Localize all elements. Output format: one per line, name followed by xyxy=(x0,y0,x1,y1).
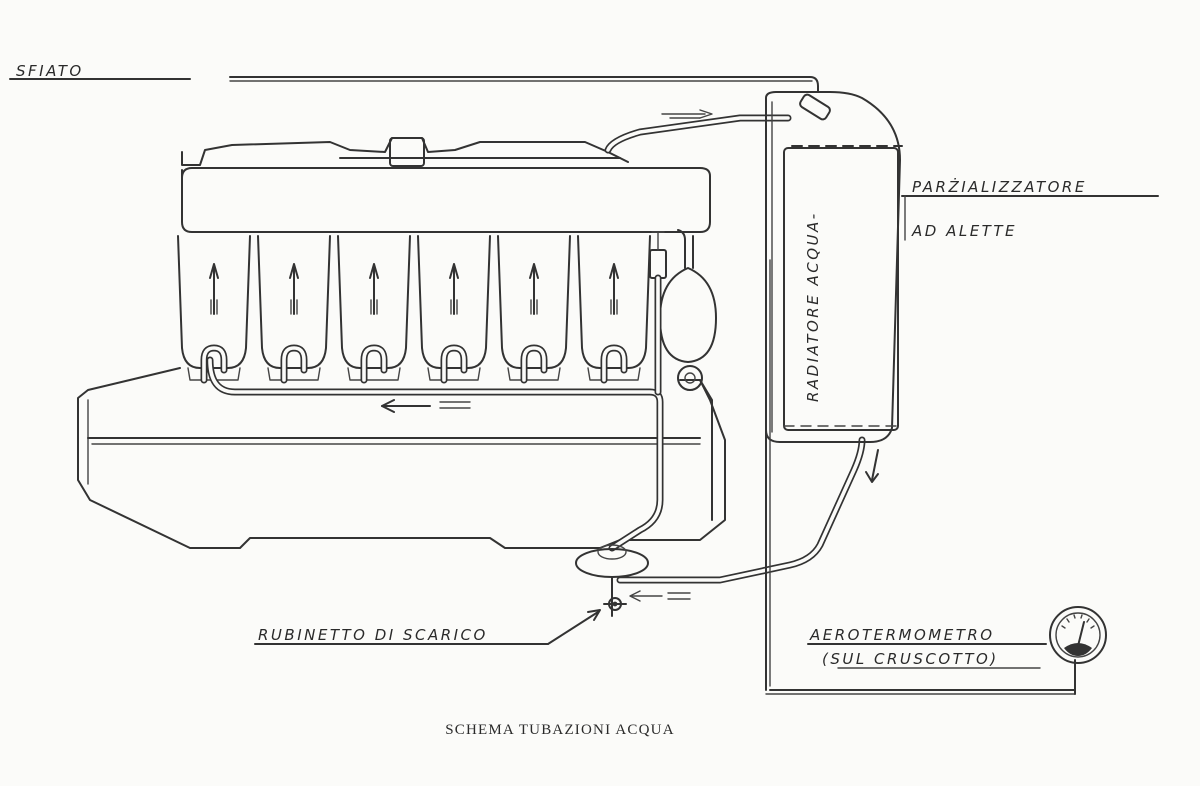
vent-line xyxy=(9,76,819,93)
cylinder-6 xyxy=(577,235,651,384)
thermometer-leader xyxy=(807,643,1047,669)
flow-arrows xyxy=(381,109,879,602)
thermometer-label: AEROTERMOMETRO xyxy=(809,626,995,644)
cylinders xyxy=(177,235,651,384)
cylinder-5 xyxy=(497,235,571,384)
radiator-label: RADIATORE ACQUA- xyxy=(804,211,822,402)
vent-label: SFIATO xyxy=(16,62,84,80)
shutter-label-2: AD ALETTE xyxy=(911,222,1017,240)
drain-tap xyxy=(603,597,627,617)
diagram-caption: SCHEMA TUBAZIONI ACQUA xyxy=(445,722,674,738)
water-pipes xyxy=(206,114,866,599)
engine-block xyxy=(77,137,726,549)
radiator xyxy=(765,91,903,691)
cylinder-4 xyxy=(417,235,491,384)
cylinder-2 xyxy=(257,235,331,384)
shutter-label: PARŻIALIZZATORE xyxy=(912,177,1087,196)
cylinder-1 xyxy=(177,235,251,384)
thermometer-label-2: (SUL CRUSCOTTO) xyxy=(822,650,999,668)
cylinder-3 xyxy=(337,235,411,384)
thermometer-gauge xyxy=(765,606,1107,695)
drain-label: RUBINETTO DI SCARICO xyxy=(258,626,488,644)
drain-leader xyxy=(254,609,601,645)
shutter-leader xyxy=(901,195,1159,241)
